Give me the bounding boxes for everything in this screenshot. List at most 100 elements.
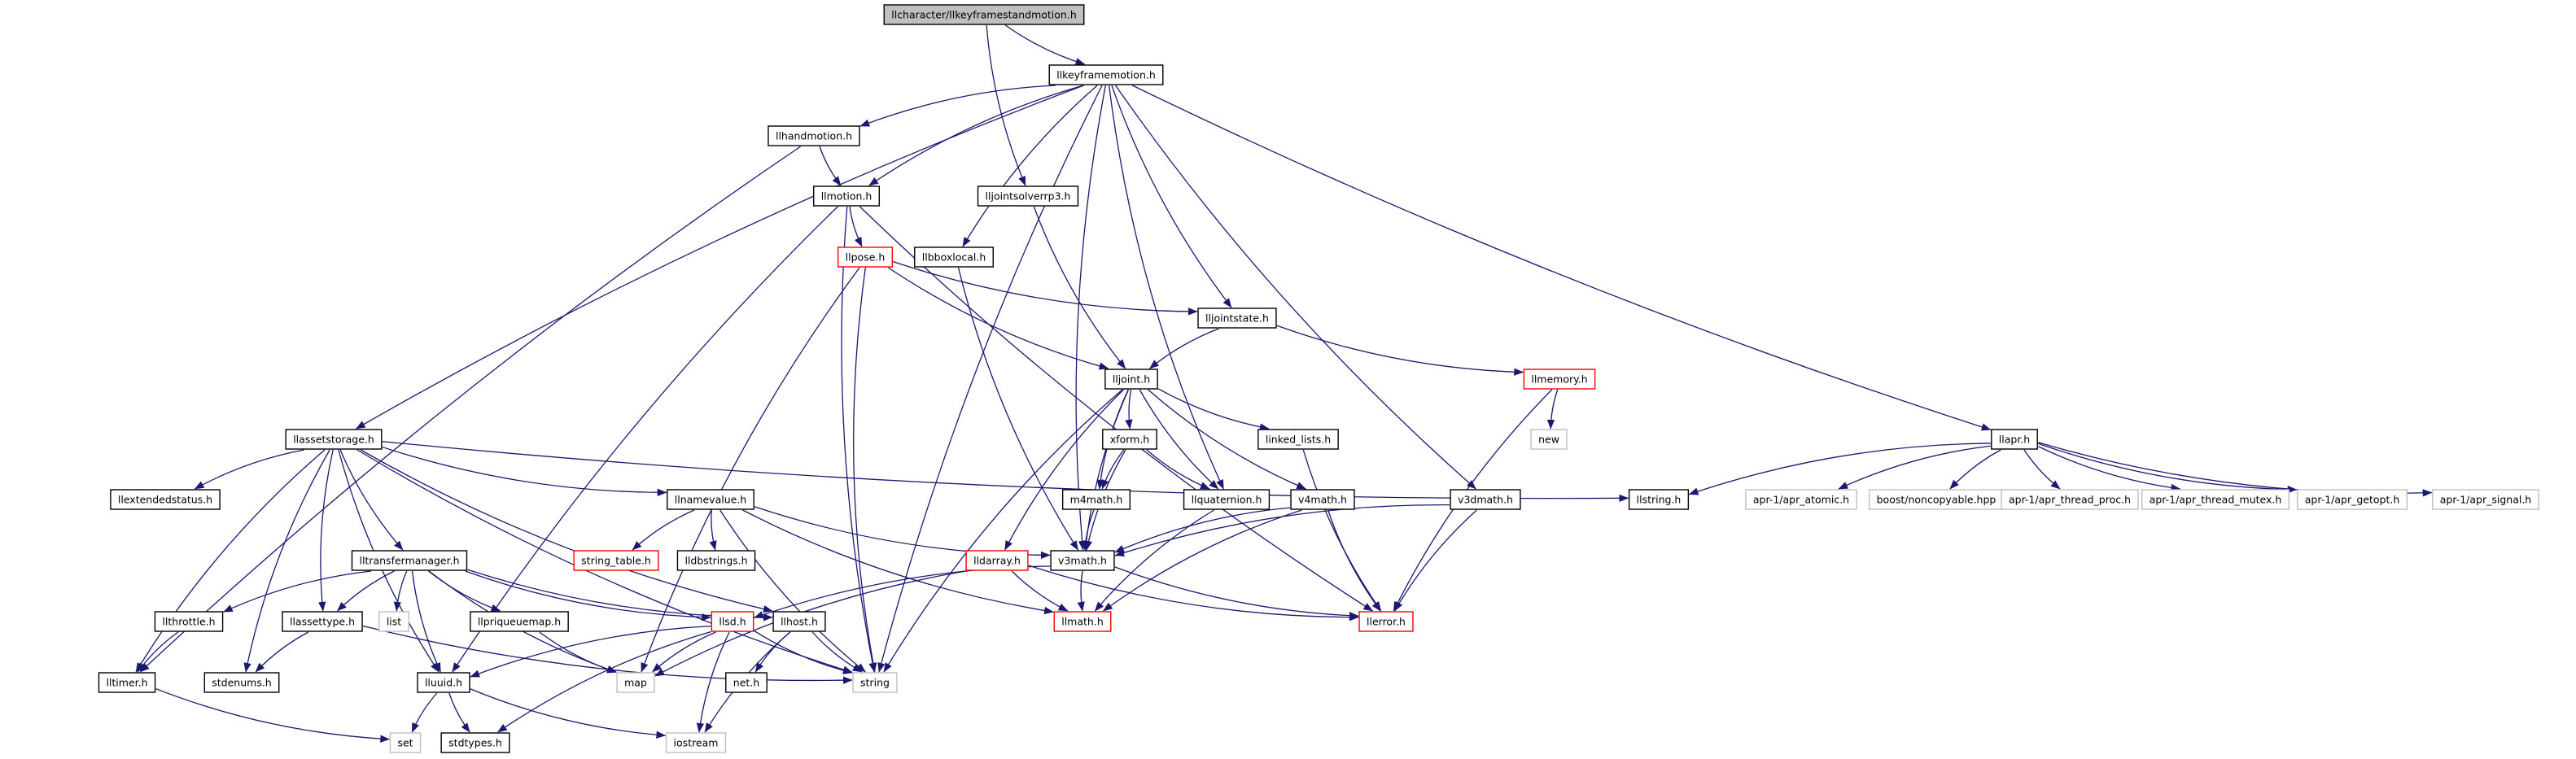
edge-lljointstate-to-lljoint (1149, 328, 1219, 369)
node-label: stdtypes.h (448, 737, 502, 749)
edge-lldarray-to-llerror (1028, 565, 1359, 622)
edge-llmemory-to-new (1546, 389, 1559, 430)
node-root[interactable]: llcharacter/llkeyframestandmotion.h (883, 4, 1085, 25)
node-label: llstring.h (1637, 494, 1682, 506)
node-label: lluuid.h (425, 677, 462, 689)
node-llapr[interactable]: llapr.h (1991, 429, 2038, 450)
node-llpriqueuemap[interactable]: llpriqueuemap.h (470, 611, 569, 632)
node-box (977, 185, 1079, 207)
edge-llmotion-to-string (841, 206, 877, 673)
node-box (1257, 429, 1339, 450)
node-label: apr-1/apr_atomic.h (1753, 494, 1849, 506)
node-label: m4math.h (1070, 494, 1123, 506)
edge-llkeyframemotion-to-lljointstate (1111, 85, 1232, 308)
edge-lltransfermanager-to-llthrottle (223, 570, 372, 613)
edge-lljoint-to-xform (1125, 389, 1133, 430)
edge-llpose-to-lljointstate (893, 261, 1198, 316)
node-label: llquaternion.h (1192, 494, 1262, 506)
node-noncopyable: boost/noncopyable.hpp (1868, 489, 2005, 510)
edge-llapr-to-apr-signal (2038, 442, 2433, 497)
edge-llkeyframemotion-to-string (877, 85, 1103, 673)
node-label: llassetstorage.h (293, 434, 374, 446)
edge-llapr-to-apr-thread-proc (2023, 449, 2061, 490)
node-llhandmotion[interactable]: llhandmotion.h (768, 125, 860, 146)
node-xform[interactable]: xform.h (1102, 429, 1157, 450)
edge-llassettype-to-stdenums (255, 631, 309, 673)
edge-lltimer-to-set (155, 688, 391, 743)
node-llassettype[interactable]: llassettype.h (282, 611, 363, 632)
edge-llkeyframemotion-to-llapr (1132, 85, 1992, 431)
node-llerror[interactable]: llerror.h (1358, 611, 1414, 632)
node-lltransfermanager[interactable]: lltransfermanager.h (351, 550, 468, 571)
node-lldarray[interactable]: lldarray.h (965, 550, 1029, 571)
node-stdenums[interactable]: stdenums.h (203, 672, 280, 693)
node-label: string_table.h (581, 555, 651, 567)
node-lldbstrings[interactable]: lldbstrings.h (676, 550, 756, 571)
node-apr-thread-proc: apr-1/apr_thread_proc.h (2001, 489, 2139, 510)
node-lljointstate[interactable]: lljointstate.h (1197, 308, 1277, 329)
node-box (2432, 489, 2539, 510)
node-box (1628, 489, 1690, 510)
edge-v3math-to-llmath (1077, 570, 1085, 612)
edge-v4math-to-llerror (1327, 509, 1381, 612)
node-label: llmath.h (1061, 616, 1104, 628)
edge-llmotion-to-llerror (859, 206, 1374, 612)
edge-llapr-to-apr-atomic (1838, 445, 1991, 490)
node-llassetstorage[interactable]: llassetstorage.h (285, 429, 383, 450)
node-label: llpriqueuemap.h (478, 616, 561, 628)
node-llthrottle[interactable]: llthrottle.h (154, 611, 224, 632)
node-llsd[interactable]: llsd.h (711, 611, 754, 632)
node-lljointsolverrp3[interactable]: lljointsolverrp3.h (977, 185, 1079, 207)
node-box (440, 732, 510, 753)
edge-root-to-llkeyframemotion (1004, 24, 1086, 66)
node-box (1183, 489, 1271, 510)
node-lltimer[interactable]: lltimer.h (98, 672, 156, 693)
node-llmath[interactable]: llmath.h (1053, 611, 1112, 632)
node-v3math[interactable]: v3math.h (1050, 550, 1115, 571)
edge-lluuid-to-iostream (470, 688, 667, 739)
edge-llkeyframemotion-to-llquaternion (1109, 85, 1224, 490)
node-set: set (389, 732, 422, 753)
edge-llkeyframemotion-to-llmotion (868, 85, 1084, 186)
node-box (1450, 489, 1521, 510)
edge-lluuid-to-stdtypes (448, 692, 470, 733)
node-new: new (1530, 429, 1568, 450)
edge-llhandmotion-to-lltimer (139, 146, 802, 673)
node-llhost[interactable]: llhost.h (772, 611, 826, 632)
node-llnamevalue[interactable]: llnamevalue.h (667, 489, 754, 510)
node-v4math[interactable]: v4math.h (1290, 489, 1355, 510)
node-llextendedstatus[interactable]: llextendedstatus.h (110, 489, 221, 510)
node-net[interactable]: net.h (725, 672, 768, 693)
node-llmotion[interactable]: llmotion.h (812, 185, 881, 207)
node-llstring[interactable]: llstring.h (1628, 489, 1690, 510)
node-stdtypes[interactable]: stdtypes.h (440, 732, 510, 753)
edge-lltransfermanager-to-llsd (465, 570, 711, 622)
node-label: stdenums.h (212, 677, 271, 689)
node-lluuid[interactable]: lluuid.h (417, 672, 470, 693)
node-box (665, 732, 727, 753)
node-llquaternion[interactable]: llquaternion.h (1183, 489, 1271, 510)
node-llmemory[interactable]: llmemory.h (1523, 369, 1596, 390)
node-llpose[interactable]: llpose.h (837, 246, 894, 268)
node-box (1358, 611, 1414, 632)
edge-llassetstorage-to-llnamevalue (382, 446, 667, 497)
node-lljoint[interactable]: lljoint.h (1104, 369, 1158, 390)
node-box (154, 611, 224, 632)
node-label: llassettype.h (290, 616, 355, 628)
edge-llnamevalue-to-llmath (742, 509, 1054, 615)
node-m4math[interactable]: m4math.h (1061, 489, 1131, 510)
edge-lltransfermanager-to-lluuid (411, 570, 441, 673)
edge-lldarray-to-map (654, 570, 966, 677)
node-v3dmath[interactable]: v3dmath.h (1450, 489, 1521, 510)
node-string-table[interactable]: string_table.h (573, 550, 659, 571)
node-box (616, 672, 655, 693)
node-label: llmotion.h (821, 190, 873, 203)
node-label: llapr.h (1999, 434, 2030, 446)
node-label: llkeyframemotion.h (1056, 69, 1156, 81)
node-llkeyframemotion[interactable]: llkeyframemotion.h (1048, 64, 1164, 85)
node-label: lltransfermanager.h (359, 555, 459, 567)
node-linked-lists[interactable]: linked_lists.h (1257, 429, 1339, 450)
node-box (98, 672, 156, 693)
node-llbboxlocal[interactable]: llbboxlocal.h (914, 246, 994, 268)
edge-llsd-to-iostream (696, 631, 730, 733)
